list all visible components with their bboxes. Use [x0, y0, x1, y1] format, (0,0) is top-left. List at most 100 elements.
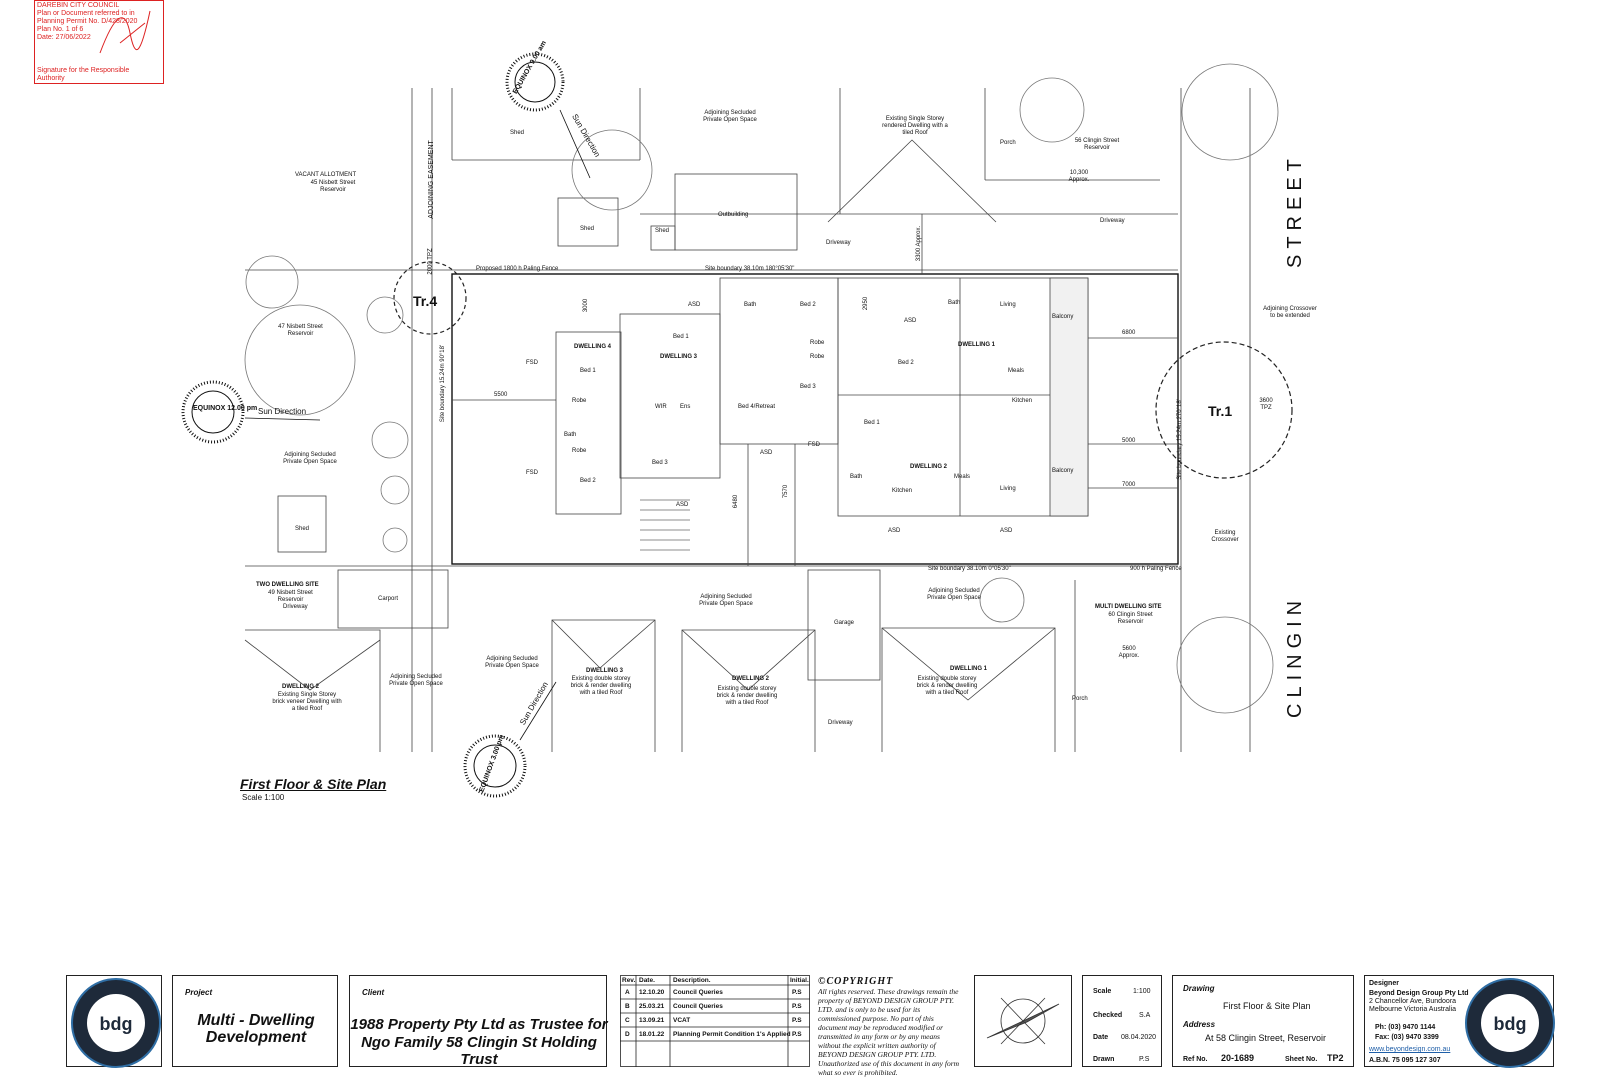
stamp-caption-line: Authority — [37, 75, 65, 82]
tree-label-4: Tr.4 — [413, 293, 438, 309]
proposed-fence-label: Proposed 1800 h Paling Fence — [476, 266, 559, 272]
room-wir: WIR — [655, 404, 667, 410]
rev-date: 13.09.21 — [639, 1017, 665, 1024]
carport-label: Carport — [378, 596, 399, 602]
porch-label: Porch — [1072, 696, 1088, 702]
rev-header: Rev. — [622, 977, 636, 984]
north-point-panel — [974, 975, 1072, 1067]
designer-website-link[interactable]: www.beyondesign.com.au — [1369, 1046, 1451, 1053]
dwelling-4-title: DWELLING 4 — [574, 344, 611, 350]
rev-letter: B — [625, 1003, 630, 1010]
stamp-line: Date: 27/06/2022 — [37, 34, 91, 41]
rev-header: Description. — [673, 977, 711, 984]
adjoining-spos-label: Adjoining Secluded Private Open Space — [703, 110, 757, 123]
room-kitchen: Kitchen — [1012, 398, 1033, 404]
driveway-label: Driveway — [283, 604, 308, 610]
street-label: STREET — [1284, 153, 1306, 268]
address-47-nisbett: 47 Nisbett Street Reservoir — [278, 324, 323, 337]
designer-line: Beyond Design Group Pty Ltd — [1369, 990, 1469, 997]
porch-label: Porch — [1000, 140, 1016, 146]
rev-header: Date. — [639, 977, 655, 984]
company-logo: bdg — [1465, 978, 1555, 1068]
asd-label: ASD — [760, 450, 773, 456]
dim-7000: 7000 — [1122, 482, 1136, 488]
dim-7570: 7570 — [783, 484, 790, 499]
room-bath: Bath — [948, 300, 961, 306]
adjoining-spos-label: Adjoining Secluded Private Open Space — [699, 594, 753, 607]
driveway-label: Driveway — [828, 720, 853, 726]
adjoining-crossover-label: Adjoining Crossover to be extended — [1263, 306, 1317, 319]
logo-panel: bdg — [66, 975, 162, 1068]
dim-6480: 6480 — [733, 494, 740, 509]
rev-letter: A — [625, 989, 630, 996]
site-boundary-top: Site boundary 38.10m 180°05'30" — [705, 266, 795, 272]
checked-label: Checked — [1093, 1012, 1123, 1019]
dwelling-3-outline — [619, 313, 721, 479]
client-line-2: Ngo Family 58 Clingin St Holding Trust — [361, 1034, 597, 1068]
council-stamp: DAREBIN CITY COUNCIL Plan or Document re… — [34, 0, 164, 84]
asd-label: ASD — [888, 528, 901, 534]
existing-single-dwelling-label: Existing Single Storey brick veneer Dwel… — [272, 692, 342, 712]
dwelling-4-outline — [555, 331, 622, 515]
site-boundary-right: Site boundary 15.24m 270°18' — [1176, 399, 1183, 480]
asd-label: ASD — [688, 302, 701, 308]
tree-label-1: Tr.1 — [1208, 403, 1233, 419]
street-name-label: CLINGIN — [1284, 594, 1306, 718]
tree-tpz-4 — [393, 261, 467, 335]
project-label: Project — [185, 988, 213, 997]
room-bath: Bath — [850, 474, 863, 480]
existing-dwelling-2-title: DWELLING 2 — [732, 676, 769, 682]
dim-5500: 5500 — [494, 392, 508, 398]
client-label: Client — [362, 988, 385, 997]
date-label: Date — [1093, 1034, 1109, 1041]
dim-5000: 5000 — [1122, 438, 1136, 444]
shed-label: Shed — [655, 228, 670, 234]
garage — [807, 569, 881, 681]
driveway-label: Driveway — [1100, 218, 1125, 224]
rev-letter: D — [625, 1031, 630, 1038]
room-robe: Robe — [572, 398, 587, 404]
rev-initial: P.S — [792, 1017, 802, 1024]
rev-letter: C — [625, 1017, 630, 1024]
dim-10300: 10,300 Approx. — [1068, 170, 1090, 183]
room-kitchen: Kitchen — [892, 488, 913, 494]
designer-phone: Ph: (03) 9470 1144 — [1375, 1024, 1436, 1031]
equinox-sun-noon — [181, 380, 245, 444]
room-balcony: Balcony — [1052, 468, 1074, 474]
sun-direction-label: Sun Direction — [258, 407, 307, 416]
stamp-line: Plan or Document referred to in — [37, 10, 135, 17]
outbuilding — [674, 173, 798, 251]
asd-label: ASD — [904, 318, 917, 324]
outbuilding-label: Outbuilding — [718, 212, 749, 218]
adjoining-spos-label: Adjoining Secluded Private Open Space — [283, 452, 337, 465]
client-line-1: 1988 Property Pty Ltd as Trustee for — [350, 1016, 608, 1033]
drawing-title: First Floor & Site Plan — [240, 776, 387, 792]
address-49-nisbett: 49 Nisbett Street Reservoir — [268, 590, 313, 603]
room-ensuite: Ens — [680, 404, 691, 410]
stamp-line: DAREBIN CITY COUNCIL — [37, 2, 120, 9]
address-56-clingin: 56 Clingin Street Reservoir — [1074, 138, 1120, 151]
address-label: Address — [1183, 1020, 1216, 1029]
rev-header: Initial. — [790, 977, 809, 984]
north-arrow-icon — [986, 997, 1060, 1045]
dim-3300: 3300 Approx. — [916, 225, 923, 262]
adjoining-easement-label: ADJOINING EASEMENT — [427, 140, 435, 219]
room-bed-1: Bed 1 — [580, 368, 596, 374]
rev-initial: P.S — [792, 1031, 802, 1038]
room-robe: Robe — [810, 354, 825, 360]
sheet-value: TP2 — [1327, 1053, 1344, 1063]
rev-initial: P.S — [792, 989, 802, 996]
room-bed-1: Bed 1 — [864, 420, 880, 426]
room-bed-3: Bed 3 — [652, 460, 668, 466]
designer-abn: A.B.N. 75 095 127 307 — [1369, 1057, 1441, 1064]
room-meals: Meals — [1008, 368, 1025, 374]
designer-fax: Fax: (03) 9470 3399 — [1375, 1034, 1439, 1041]
sheet-label: Sheet No. — [1285, 1056, 1318, 1063]
existing-dwelling-1-label: Existing double storey brick & render dw… — [916, 676, 978, 696]
existing-dwelling-1-title: DWELLING 1 — [950, 666, 987, 672]
existing-dwelling-3-label: Existing double storey brick & render dw… — [570, 676, 632, 696]
rev-date: 25.03.21 — [639, 1003, 665, 1010]
copyright-panel: ©COPYRIGHT All rights reserved. These dr… — [818, 976, 960, 1077]
scale-label: Scale — [1093, 988, 1112, 995]
designer-label: Designer — [1369, 980, 1399, 987]
